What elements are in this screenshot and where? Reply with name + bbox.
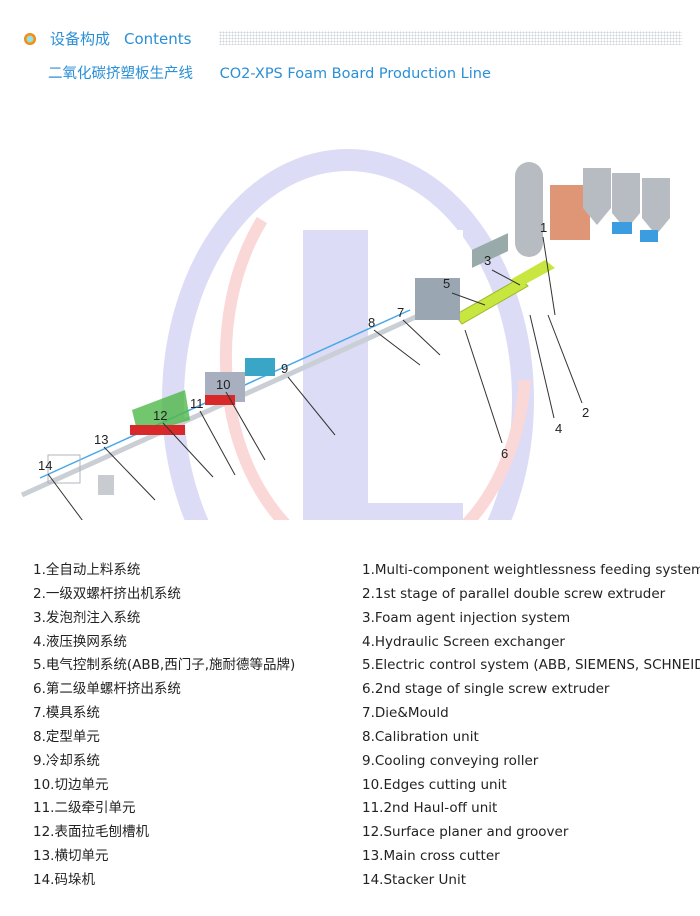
subtitle: 二氧化碳挤塑板生产线 CO2-XPS Foam Board Production… bbox=[48, 62, 513, 83]
subtitle-en: CO2-XPS Foam Board Production Line bbox=[219, 66, 491, 82]
list-item: 14.Stacker Unit bbox=[362, 871, 466, 888]
list-item: 4.Hydraulic Screen exchanger bbox=[362, 633, 565, 650]
list-item: 10.切边单元 bbox=[33, 776, 109, 793]
component-list-en: 1.Multi-component weightlessness feeding… bbox=[362, 560, 700, 894]
list-item: 3.Foam agent injection system bbox=[362, 609, 571, 626]
list-item: 9.Cooling conveying roller bbox=[362, 752, 539, 769]
list-item: 13.横切单元 bbox=[33, 848, 109, 865]
header-title-en: Contents bbox=[124, 29, 192, 48]
list-item: 5.Electric control system (ABB, SIEMENS,… bbox=[362, 657, 700, 674]
list-item: 8.定型单元 bbox=[33, 728, 100, 745]
list-item: 1.全自动上料系统 bbox=[33, 562, 141, 578]
list-item: 2.一级双螺杆挤出机系统 bbox=[33, 585, 181, 602]
callout-12: 12 bbox=[153, 408, 167, 423]
callout-11: 11 bbox=[190, 396, 204, 411]
machine-line bbox=[20, 162, 670, 498]
callout-6: 6 bbox=[501, 446, 508, 461]
list-item: 10.Edges cutting unit bbox=[362, 776, 507, 793]
production-line-diagram: 1 2 3 4 5 6 7 8 9 10 11 12 13 14 bbox=[20, 149, 670, 520]
watermark-logo bbox=[162, 149, 534, 520]
list-item: 14.码垛机 bbox=[33, 871, 95, 888]
list-item: 2.1st stage of parallel double screw ext… bbox=[362, 585, 666, 602]
callout-4: 4 bbox=[555, 421, 562, 436]
section-header: 设备构成 Contents bbox=[24, 28, 206, 49]
callout-5: 5 bbox=[443, 276, 450, 291]
component-list-cn: 1.全自动上料系统 2.一级双螺杆挤出机系统 3.发泡剂注入系统 4.液压换网系统 5.… bbox=[33, 560, 295, 894]
list-item: 4.液压换网系统 bbox=[33, 633, 127, 650]
callout-10: 10 bbox=[216, 377, 230, 392]
list-item: 11.二级牵引单元 bbox=[33, 800, 136, 817]
callout-13: 13 bbox=[94, 432, 108, 447]
callout-3: 3 bbox=[484, 253, 491, 268]
callout-14: 14 bbox=[38, 458, 52, 473]
dotted-divider bbox=[219, 31, 682, 45]
list-item: 7.模具系统 bbox=[33, 705, 100, 722]
list-item: 12.表面拉毛刨槽机 bbox=[33, 824, 149, 841]
callout-9: 9 bbox=[281, 361, 288, 376]
list-item: 13.Main cross cutter bbox=[362, 848, 500, 865]
list-item: 3.发泡剂注入系统 bbox=[33, 609, 141, 626]
callout-7: 7 bbox=[397, 305, 404, 320]
list-item: 6.第二级单螺杆挤出系统 bbox=[33, 681, 181, 698]
subtitle-cn: 二氧化碳挤塑板生产线 bbox=[48, 66, 193, 82]
list-item: 1.Multi-component weightlessness feeding… bbox=[362, 562, 700, 578]
list-item: 12.Surface planer and groover bbox=[362, 824, 569, 841]
header-title-cn: 设备构成 bbox=[50, 30, 111, 48]
list-item: 11.2nd Haul-off unit bbox=[362, 800, 498, 817]
callout-1: 1 bbox=[540, 220, 547, 235]
list-item: 6.2nd stage of single screw extruder bbox=[362, 681, 610, 698]
callout-2: 2 bbox=[582, 405, 589, 420]
callout-lines bbox=[47, 236, 583, 520]
callout-8: 8 bbox=[368, 315, 375, 330]
list-item: 8.Calibration unit bbox=[362, 728, 479, 745]
list-item: 9.冷却系统 bbox=[33, 752, 100, 769]
bullet-icon bbox=[24, 32, 36, 45]
list-item: 7.Die&Mould bbox=[362, 705, 449, 722]
list-item: 5.电气控制系统(ABB,西门子,施耐德等品牌) bbox=[33, 657, 296, 674]
